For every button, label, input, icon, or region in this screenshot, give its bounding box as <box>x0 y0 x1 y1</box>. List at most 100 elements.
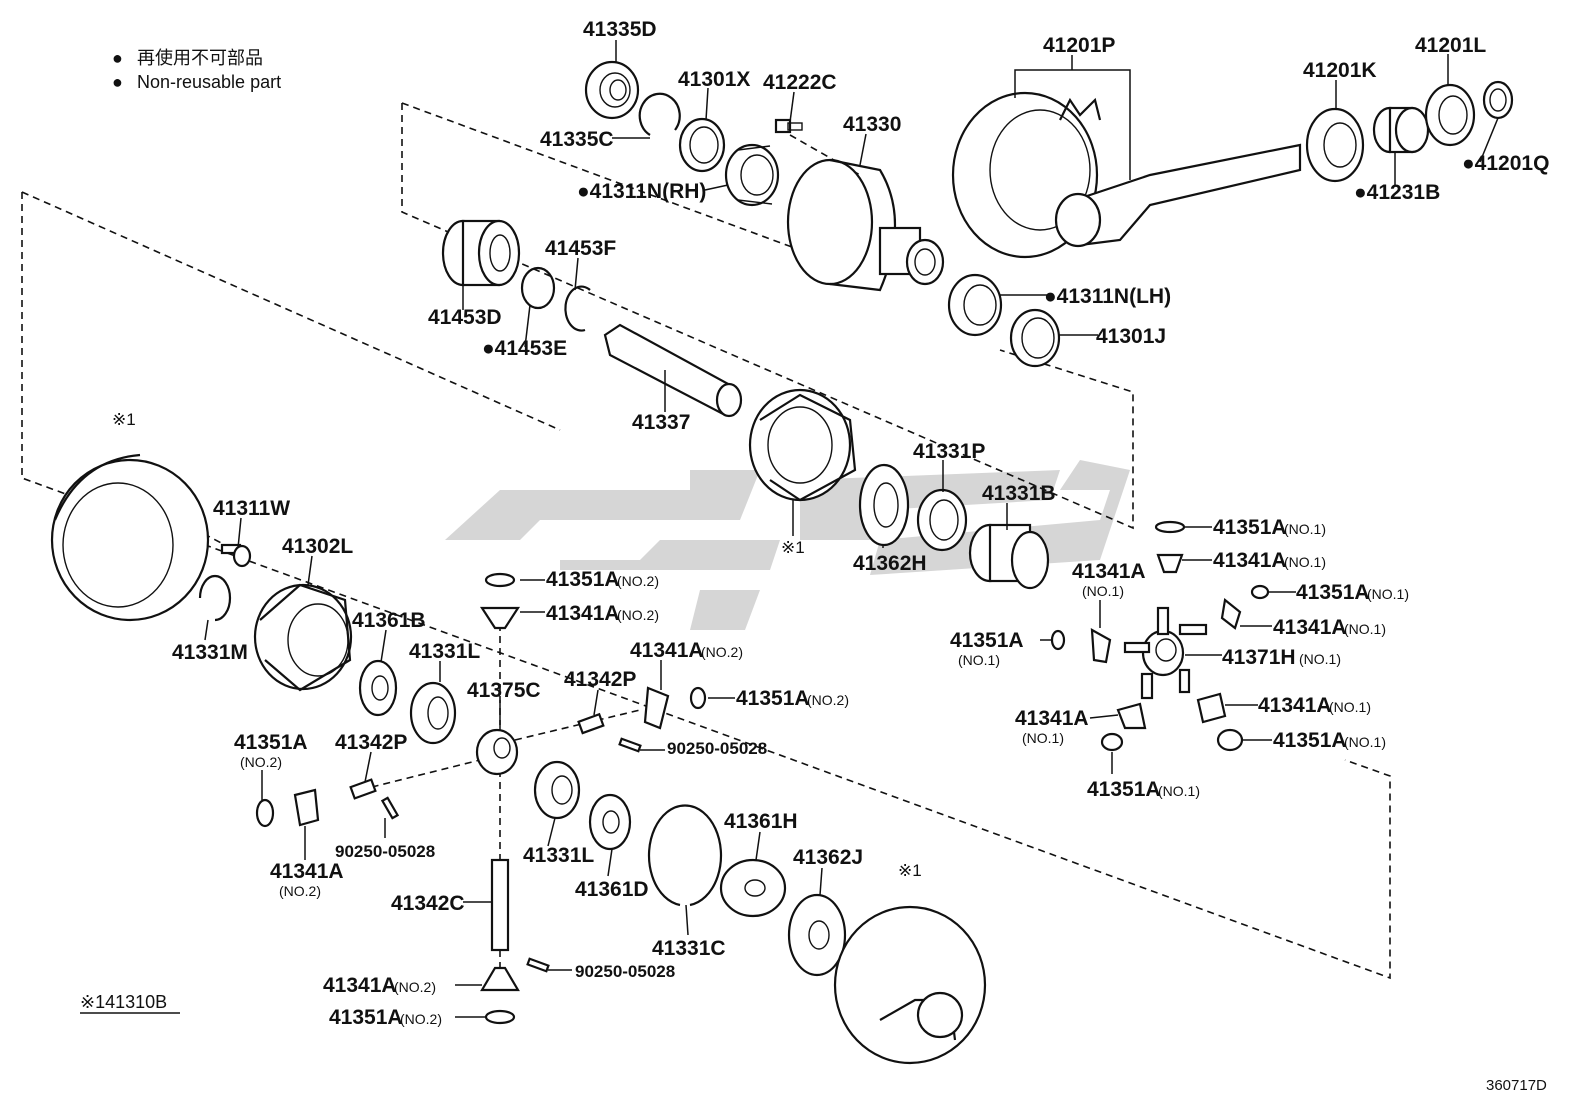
label-41341A-no2-b: 41341A <box>630 639 704 662</box>
label-41351A-no1-e: 41351A <box>1087 778 1161 801</box>
washer-41331P <box>916 488 968 552</box>
case-41302L <box>253 583 353 692</box>
label-90250-c: 90250-05028 <box>575 962 675 981</box>
pin-90250-a <box>618 737 642 753</box>
washer-41351A-no2-a <box>484 572 516 588</box>
pin-41342P-b <box>349 778 377 800</box>
legend-bullet-1: ● <box>112 48 123 68</box>
label-41231B: ●41231B <box>1354 181 1440 204</box>
label-41341A-no2-a: 41341A <box>546 602 620 625</box>
label-41361D: 41361D <box>575 878 649 901</box>
case-half-41302M <box>748 388 857 502</box>
label-41342C: 41342C <box>391 892 465 915</box>
label-41331L-a: 41331L <box>409 640 480 663</box>
pinion-41341A-no2-a <box>479 606 521 630</box>
label-41341A-no1-a: 41341A <box>1213 549 1287 572</box>
catalog-id: 360717D <box>1486 1077 1547 1094</box>
bearing-41453D <box>441 219 521 287</box>
label-41351A-no1-a: 41351A <box>1213 516 1287 539</box>
label-41222C: 41222C <box>763 71 837 94</box>
label-41351A-no1-c: 41351A <box>950 629 1024 652</box>
bolt-41222C <box>774 118 803 134</box>
group-outline-lower <box>21 191 1391 980</box>
pin-41342P-a <box>577 712 605 735</box>
label-no1-h: (NO.1) <box>1329 699 1371 715</box>
bearing-41201L <box>1424 83 1476 147</box>
shim-41301J <box>1009 308 1061 368</box>
snap-ring-41331C <box>647 804 723 907</box>
label-41362J: 41362J <box>793 846 863 869</box>
label-41341A-no2-c: 41341A <box>270 860 344 883</box>
bearing-41335D <box>584 60 640 120</box>
snap-ring-41331M <box>198 574 232 622</box>
label-41351A-no2-d: 41351A <box>329 1006 403 1029</box>
ring-gear-41201P <box>951 91 1302 259</box>
label-90250-a: 90250-05028 <box>667 739 767 758</box>
gear-41331L-a <box>409 681 457 745</box>
case-41330 <box>786 158 945 292</box>
label-41351A-no2-b: 41351A <box>736 687 810 710</box>
label-no2-g: (NO.2) <box>394 979 436 995</box>
label-41302L: 41302L <box>282 535 353 558</box>
leader-lines <box>204 40 1499 1018</box>
bearing-41311N-RH <box>724 143 780 207</box>
label-41330: 41330 <box>843 113 901 136</box>
label-41351A-no2-a: 41351A <box>546 568 620 591</box>
legend: ● 再使用不可部品 ● Non-reusable part <box>112 48 281 92</box>
legend-ja: 再使用不可部品 <box>137 48 263 68</box>
label-41453E: ●41453E <box>482 337 567 360</box>
label-no2-b: (NO.2) <box>617 607 659 623</box>
label-41201K: 41201K <box>1303 59 1377 82</box>
label-no2-h: (NO.2) <box>400 1011 442 1027</box>
label-41341A-no1-e: 41341A <box>1015 707 1089 730</box>
bolt-41311W <box>220 543 252 568</box>
label-41453F: 41453F <box>545 237 616 260</box>
label-41341A-no1-d: 41341A <box>1258 694 1332 717</box>
label-41341A-no1-b: 41341A <box>1273 616 1347 639</box>
star-mark-right-case: ※1 <box>898 861 922 880</box>
label-41311N-RH: ●41311N(RH) <box>577 180 706 203</box>
label-41351A-no1-d: 41351A <box>1273 729 1347 752</box>
label-41331M: 41331M <box>172 641 248 664</box>
label-41361B: 41361B <box>352 609 426 632</box>
shaft-41337 <box>603 323 743 418</box>
washer-41362J <box>787 893 847 977</box>
label-no1-c: (NO.1) <box>1367 586 1409 602</box>
snap-ring-41453F <box>564 285 591 332</box>
label-41301J: 41301J <box>1096 325 1166 348</box>
snap-ring-41335C <box>638 92 681 136</box>
label-41453D: 41453D <box>428 306 502 329</box>
label-41311N-LH: ●41311N(LH) <box>1044 285 1171 308</box>
washer-41361B <box>358 659 398 717</box>
pinion-41341A-no2-d <box>480 966 520 992</box>
label-41301X: 41301X <box>678 68 750 91</box>
label-41331P: 41331P <box>913 440 985 463</box>
label-no2-c: (NO.2) <box>701 644 743 660</box>
washer-41351A-no2-c <box>255 798 275 828</box>
washer-41361H <box>719 858 787 918</box>
case-41310B-left <box>50 453 210 622</box>
washer-41361D <box>588 793 632 851</box>
washer-41351A-no2-d <box>484 1009 516 1025</box>
label-no1-i: (NO.1) <box>1022 730 1064 746</box>
label-no1-f: (NO.1) <box>1082 583 1124 599</box>
label-no1-d: (NO.1) <box>1344 621 1386 637</box>
label-no1-e: (NO.1) <box>1299 651 1341 667</box>
legend-en: Non-reusable part <box>137 72 281 92</box>
washer-41201K <box>1305 107 1365 183</box>
legend-bullet-2: ● <box>112 72 123 92</box>
star-mark-case-half: ※1 <box>781 538 805 557</box>
label-41342P-a: 41342P <box>564 668 636 691</box>
case-41310B-right <box>833 905 987 1065</box>
label-41331B: 41331B <box>982 482 1056 505</box>
label-90250-b: 90250-05028 <box>335 842 435 861</box>
label-41201P: 41201P <box>1043 34 1115 57</box>
label-41331L-b: 41331L <box>523 844 594 867</box>
label-41335C: 41335C <box>540 128 614 151</box>
label-41331C: 41331C <box>652 937 726 960</box>
gear-41331B <box>968 523 1050 590</box>
footnote: ※141310B <box>80 992 167 1012</box>
bearing-41311N-LH <box>947 273 1003 337</box>
